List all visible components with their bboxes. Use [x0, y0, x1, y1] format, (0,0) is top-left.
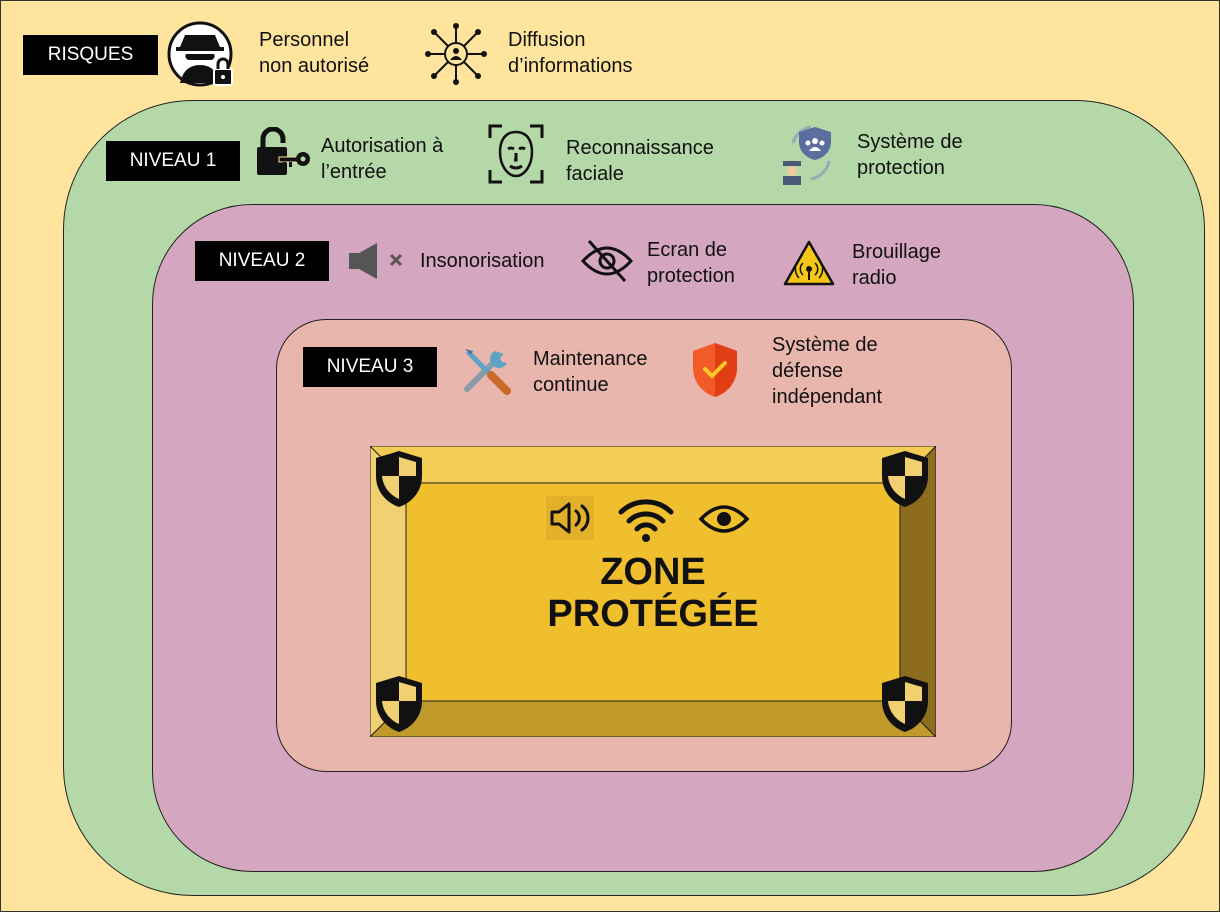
- level1-label-authorization: Autorisation à l’entrée: [321, 135, 444, 183]
- level3-label-maintenance: Maintenance continue: [533, 348, 648, 396]
- radio-warning-icon: [783, 239, 835, 292]
- shield-icon: [878, 674, 932, 739]
- level3-label-defense: Système de défense indépendant: [772, 334, 883, 408]
- shield-icon: [878, 449, 932, 514]
- zone-title: ZONE PROTÉGÉE: [547, 551, 759, 635]
- shield-check-icon: [689, 341, 741, 404]
- wifi-icon: [617, 496, 675, 549]
- speaker-icon: [546, 496, 594, 545]
- level2-label-screen: Ecran de protection: [647, 239, 735, 287]
- level2-label-jamming: Brouillage radio: [852, 241, 941, 289]
- face-scan-icon: [488, 124, 544, 189]
- risk-label-personnel: Personnel non autorisé: [259, 29, 370, 77]
- level1-label-facial: Reconnaissance faciale: [566, 137, 714, 185]
- lock-key-icon: [255, 126, 311, 184]
- shield-icon: [372, 449, 426, 514]
- protected-zone: ZONE PROTÉGÉE: [370, 446, 936, 737]
- level2-label-soundproofing: Insonorisation: [420, 250, 545, 272]
- network-share-icon: [423, 21, 489, 92]
- eye-icon: [698, 502, 750, 541]
- shield-icon: [372, 674, 426, 739]
- level1-tag: NIVEAU 1: [106, 141, 240, 181]
- guard-shield-icon: [779, 121, 843, 190]
- risk-label-diffusion: Diffusion d’informations: [508, 29, 633, 77]
- level3-tag: NIVEAU 3: [303, 347, 437, 387]
- eye-slash-icon: [579, 237, 635, 290]
- spy-lock-icon: [166, 21, 234, 94]
- level2-tag: NIVEAU 2: [195, 241, 329, 281]
- level1-label-protection: Système de protection: [857, 131, 963, 179]
- risks-tag: RISQUES: [23, 35, 158, 75]
- speaker-mute-icon: [345, 241, 409, 286]
- tools-icon: [461, 345, 513, 402]
